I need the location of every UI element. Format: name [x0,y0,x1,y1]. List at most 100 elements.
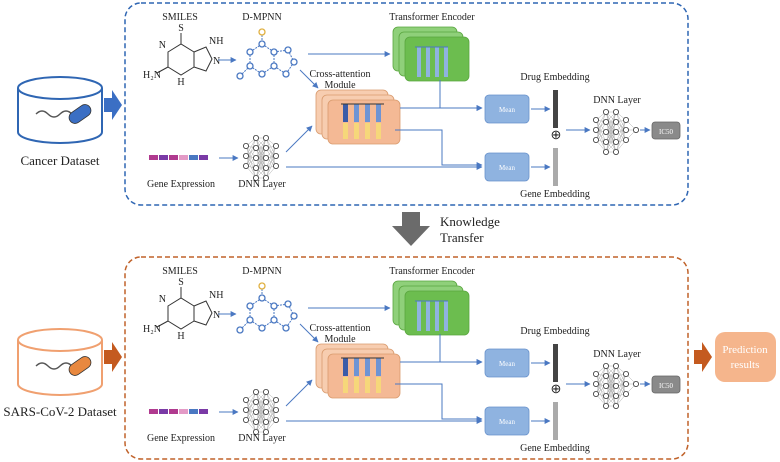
dnn-right-network-icon [593,109,640,155]
dnn-node [593,381,600,388]
graph-edge [239,65,251,77]
molecule-s-label: S [178,277,184,288]
gene-expression-segment [179,409,188,414]
graph-node [246,316,254,324]
prediction-results-label-line2: results [731,359,760,371]
arrow-cross-to-mean-gene [395,383,483,422]
dnn-node [252,418,259,425]
combine-symbol: ⊕ [551,127,562,142]
gene-embedding-label: Gene Embedding [520,443,590,454]
dnn-node [242,152,249,159]
graph-node [236,326,244,334]
arrow-to-prediction [694,342,712,372]
dnn-edge [605,375,617,407]
cross-attention-drug-bar [376,104,381,122]
transformer-token-bar [435,47,439,77]
dnn-node [593,117,600,124]
dnn-node [262,418,269,425]
dnn-node [262,398,269,405]
dnn-edge [255,391,267,423]
dnn-edge [265,399,277,433]
cross-attention-drug-bar [365,104,370,122]
dnn-edge [615,119,627,143]
dnn-node [603,138,610,145]
molecule-n-left-label: N [159,40,166,51]
cross-attention-label: Cross-attention [309,69,370,80]
dnn-node [603,402,610,409]
dnn-layer-right-label: DNN Layer [593,95,641,106]
dnn-node [603,382,610,389]
dnn-edge [245,391,257,421]
mean-box-drug [484,94,530,124]
molecule-n-left-label: N [159,294,166,305]
dnn-node [252,164,259,171]
dnn-node [242,416,249,423]
dnn-edge [605,111,617,153]
graph-node [258,70,266,78]
dmpnn-graph-icon [236,28,298,80]
graph-node [282,324,290,332]
mean-box-gene [484,406,530,436]
arrow-cancer-to-panel [104,90,122,120]
dnn-edge [605,365,617,397]
drug-embedding-label: Drug Embedding [520,72,589,83]
dnn-edge [605,385,617,407]
dnn-edge [605,365,617,407]
dnn-edge [605,131,617,153]
cross-attention-layer [327,99,401,145]
arrow-cross-to-mean-gene [395,129,483,168]
graph-node [290,312,298,320]
molecule-n-right-label: N [213,310,220,321]
cross-attention-gene-bar [365,123,370,139]
gene-expression-segment [159,155,168,160]
dnn-node [603,128,610,135]
graph-node [258,40,266,48]
dmpnn-label: D-MPNN [242,12,281,23]
molecule-h2n-label: H₂N [143,324,161,335]
gene-expression-segment [149,155,158,160]
dnn-edge [605,121,617,153]
arrow-dnn-to-cross [285,379,313,407]
graph-node [270,48,278,56]
gene-expression-segment [179,155,188,160]
gene-expression-segment [169,155,178,160]
dnn-node [603,392,610,399]
graph-edge [287,303,295,317]
dna-strand-icon [35,110,73,118]
dnn-node [623,117,630,124]
graph-node [236,72,244,80]
dnn-node [623,371,630,378]
cross-attention-module-label: Module [324,334,356,345]
arrow-dmpnn-to-cross [299,69,319,89]
dnn-node [242,396,249,403]
mean-drug-label: Mean [499,106,515,114]
graph-node [290,58,298,66]
dnn-node [603,373,610,380]
dnn-node [613,382,620,389]
cross-attention-drug-bar [343,358,348,376]
dnn-node [262,388,269,395]
dnn-node [633,381,640,388]
dnn-edge [605,111,617,133]
pill-capsule-icon [68,104,92,124]
dnn-node [613,128,620,135]
graph-node [258,28,266,36]
transformer-token-bar [444,47,448,77]
dnn-edge [265,145,277,179]
dnn-node [252,398,259,405]
smiles-label: SMILES [162,12,198,23]
graph-edge [239,319,251,331]
pill-capsule-icon [68,356,92,376]
cross-attention-module-label: Module [324,80,356,91]
dnn-edge [615,383,627,407]
dnn-edge [615,373,627,407]
dnn-node [613,109,620,116]
dnn-node [623,127,630,134]
cross-attention-gene-bar [343,123,348,139]
drug-embedding-bar [553,344,558,382]
